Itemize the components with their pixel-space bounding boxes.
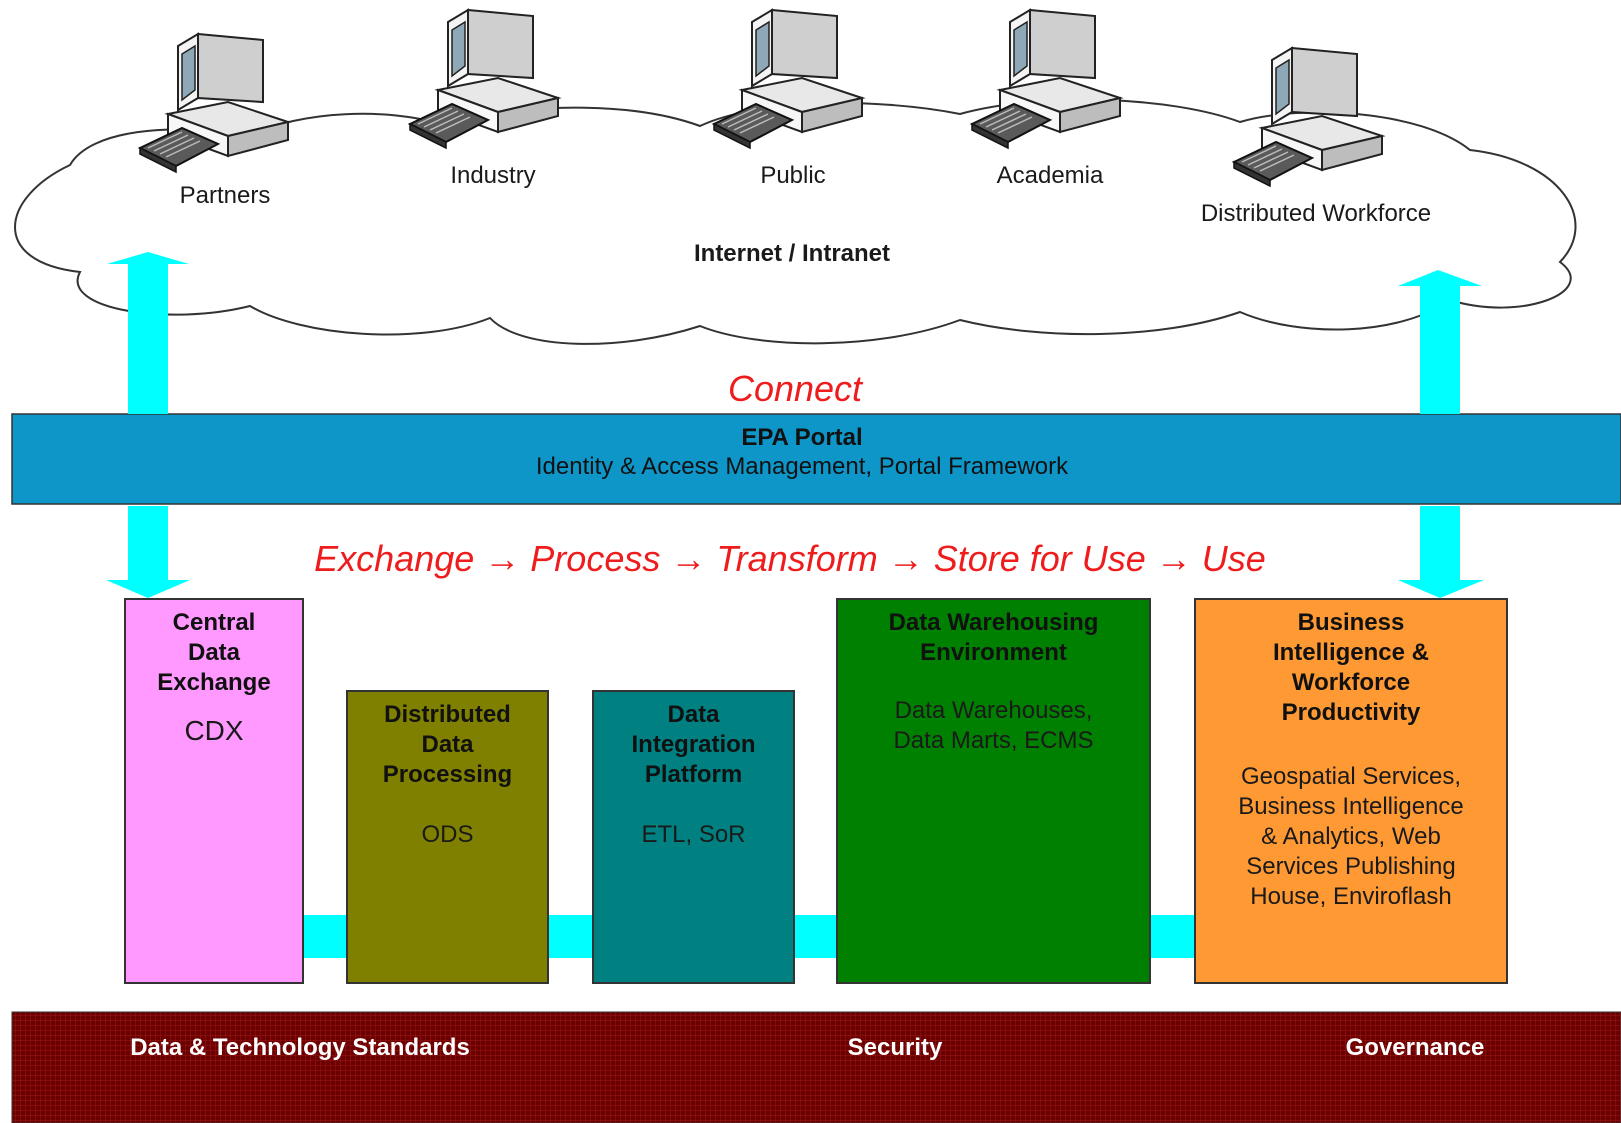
stage-data-warehousing-environment: Data Warehousing Environment Data Wareho…	[836, 598, 1151, 984]
body-line: Data Warehouses,	[894, 697, 1093, 724]
node-label-distributed-workforce: Distributed Workforce	[1200, 200, 1432, 227]
epa-portal-bar	[11, 413, 1621, 505]
body-line: House, Enviroflash	[1250, 883, 1452, 910]
portal-title: EPA Portal	[741, 424, 863, 451]
node-label-partners: Partners	[179, 182, 271, 209]
body-line: ODS	[421, 821, 474, 848]
title-line: Integration	[631, 731, 756, 758]
body-line: Business Intelligence	[1238, 793, 1464, 820]
title-line: Platform	[644, 761, 743, 788]
body-line: Data Marts, ECMS	[893, 727, 1094, 754]
portal-subtitle: Identity & Access Management, Portal Fra…	[535, 453, 1069, 480]
node-label-industry: Industry	[450, 162, 536, 189]
stage-title: Distributed Data Processing	[348, 692, 547, 790]
stage-title: Data Warehousing Environment	[838, 600, 1149, 668]
body-line: Services Publishing	[1246, 853, 1456, 880]
title-line: Data	[667, 701, 720, 728]
title-line: Data	[187, 639, 241, 666]
stage-body: Data Warehouses, Data Marts, ECMS	[838, 668, 1149, 756]
body-line: CDX	[184, 715, 244, 746]
body-line: ETL, SoR	[641, 821, 746, 848]
flow-label: Exchange → Process → Transform → Store f…	[314, 538, 1266, 579]
title-line: Data	[421, 731, 474, 758]
body-line: Geospatial Services,	[1240, 763, 1462, 790]
stage-title: Data Integration Platform	[594, 692, 793, 790]
internet-cloud-shape	[14, 98, 1577, 345]
title-line: Central	[172, 609, 256, 636]
stage-central-data-exchange: Central Data Exchange CDX	[124, 598, 304, 984]
left-vertical-arrow	[106, 252, 190, 598]
connect-label: Connect	[727, 368, 863, 409]
footer-security: Security	[847, 1034, 943, 1061]
title-line: Exchange	[157, 669, 271, 696]
node-label-public: Public	[760, 162, 826, 189]
stage-title: Business Intelligence & Workforce Produc…	[1196, 600, 1506, 728]
title-line: Intelligence &	[1272, 639, 1430, 666]
right-vertical-arrow	[1398, 270, 1484, 598]
stage-distributed-data-processing: Distributed Data Processing ODS	[346, 690, 549, 984]
title-line: Environment	[920, 639, 1067, 666]
body-line: & Analytics, Web	[1261, 823, 1441, 850]
stage-data-integration-platform: Data Integration Platform ETL, SoR	[592, 690, 795, 984]
title-line: Business	[1297, 609, 1405, 636]
footer-bar	[11, 1011, 1621, 1123]
title-line: Data Warehousing	[888, 609, 1099, 636]
node-label-academia: Academia	[996, 162, 1104, 189]
title-line: Productivity	[1281, 699, 1421, 726]
stage-body: ETL, SoR	[594, 790, 793, 850]
title-line: Processing	[382, 761, 513, 788]
title-line: Workforce	[1291, 669, 1411, 696]
cloud-label: Internet / Intranet	[693, 240, 891, 267]
stage-business-intelligence: Business Intelligence & Workforce Produc…	[1194, 598, 1508, 984]
footer-standards: Data & Technology Standards	[130, 1034, 470, 1061]
stage-body: ODS	[348, 790, 547, 850]
stage-title: Central Data Exchange	[126, 600, 302, 698]
stage-body: Geospatial Services, Business Intelligen…	[1196, 728, 1506, 912]
stage-body: CDX	[126, 698, 302, 746]
title-line: Distributed	[384, 701, 511, 728]
footer-governance: Governance	[1345, 1034, 1485, 1061]
